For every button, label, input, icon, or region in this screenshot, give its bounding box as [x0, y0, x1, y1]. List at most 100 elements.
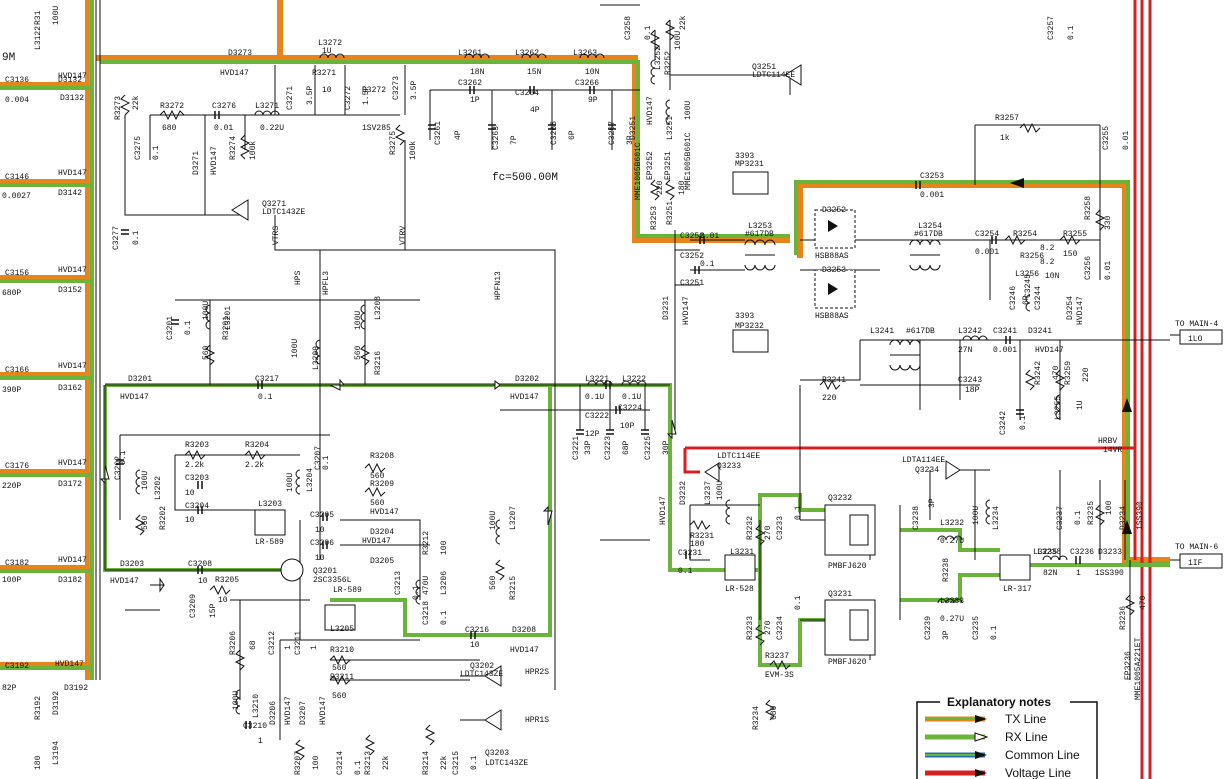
label: 1SS390: [1095, 569, 1124, 578]
inductor-symbols: [135, 53, 1068, 715]
label: HSB88AS: [815, 312, 849, 321]
label: C3251: [680, 279, 704, 288]
label: HVD147: [1035, 346, 1064, 355]
label: MP3231: [735, 160, 764, 169]
wiring: [95, 0, 1180, 740]
label: 8.2: [1040, 258, 1055, 267]
fc-annotation: fc=500.00M: [492, 172, 558, 184]
label: L3207: [509, 506, 518, 530]
label: C3235: [972, 616, 981, 640]
label: C3257: [1047, 16, 1056, 40]
label: 10: [218, 596, 228, 605]
label: 3P: [942, 630, 951, 640]
label: HVD147: [55, 660, 84, 669]
legend-label-common: Common Line: [1005, 748, 1080, 762]
label: R3272: [160, 102, 184, 111]
label: R3201: [222, 316, 231, 340]
legend-title: Explanatory notes: [947, 695, 1051, 709]
digital-transistor-symbols: [231, 64, 961, 731]
label: 10: [185, 516, 195, 525]
label: 0.01: [700, 232, 719, 241]
resistor-symbols: [119, 19, 1136, 761]
label: C3255: [1102, 126, 1111, 150]
label: 470: [1139, 595, 1148, 610]
label: HVD147: [319, 696, 328, 725]
label: HVD147: [646, 96, 655, 125]
label: Q3232: [828, 494, 852, 503]
label: L3262: [515, 49, 539, 58]
label: 18P: [965, 386, 980, 395]
label: LDTC143ZE: [485, 759, 528, 768]
label: C3242: [999, 411, 1008, 435]
label: 82N: [1043, 569, 1058, 578]
label: 0.1: [470, 755, 479, 770]
label: L3231: [730, 548, 754, 557]
label: 0.1: [700, 260, 715, 269]
label: 0.001: [975, 248, 999, 257]
label: C3234: [776, 616, 785, 640]
label: D3162: [58, 384, 82, 393]
label: L3203: [258, 500, 282, 509]
label: C3272: [344, 86, 353, 110]
label: EP3251: [664, 151, 673, 180]
label: 180: [34, 755, 43, 770]
label: 7P: [510, 135, 519, 145]
label: 1SS390: [1136, 501, 1145, 530]
label: R3252: [664, 51, 673, 75]
label: C3215: [452, 751, 461, 775]
label: D3192: [52, 691, 61, 715]
label: D3206: [269, 701, 278, 725]
label: C3217: [255, 375, 279, 384]
label: 10: [322, 86, 332, 95]
label: MME1005B601C: [684, 132, 693, 190]
legend-arrow-voltage: [975, 769, 987, 777]
label: 0.1: [354, 760, 363, 775]
label: R3251: [666, 201, 675, 225]
label: HVD147: [370, 508, 399, 517]
label: C3254: [975, 230, 999, 239]
label: D3204: [370, 528, 394, 537]
rx-line-center: [330, 385, 552, 637]
label: 1: [1076, 569, 1081, 578]
label: 68: [249, 640, 258, 650]
label: R3216: [374, 351, 383, 375]
component-symbols: [99, 19, 1223, 761]
label: LDTC143ZE: [262, 208, 305, 217]
label: 0.001: [920, 191, 944, 200]
label: HVD147: [510, 393, 539, 402]
label: 3393: [735, 312, 754, 321]
label: TO MAIN-4: [1175, 320, 1218, 329]
label: C3273: [392, 76, 401, 100]
label: 100U: [972, 506, 981, 525]
label: C3207: [314, 446, 323, 470]
label: L3238: [1037, 548, 1061, 557]
label: R3208: [370, 452, 394, 461]
connector-mp3232: [732, 329, 769, 353]
label: C3239: [924, 616, 933, 640]
labels: C3136 0.004 D3132 D3132 C3146 0.0027 D31…: [2, 39, 1218, 768]
legend-label-tx: TX Line: [1005, 712, 1047, 726]
legend-arrow-tx: [975, 715, 987, 723]
label: HVD147: [362, 537, 391, 546]
label: 0.0027: [2, 192, 31, 201]
label: #617DB: [906, 327, 935, 336]
label: 0.27U: [940, 537, 964, 546]
label: R3259: [1064, 361, 1073, 385]
label: 4P: [530, 106, 540, 115]
label: 10P: [620, 422, 635, 431]
label: 0.1: [258, 393, 273, 402]
label: C3252: [680, 252, 704, 261]
label: 9M: [2, 52, 15, 64]
label: R3257: [995, 114, 1019, 123]
label: 2.2k: [185, 461, 204, 470]
label: 220P: [2, 482, 21, 491]
label: 14VR: [1103, 446, 1122, 455]
port-1lo-label: 1LO: [1188, 335, 1203, 344]
label: R3274: [229, 136, 238, 160]
label: 0.1: [1074, 510, 1083, 525]
label: 18N: [470, 68, 485, 77]
label: 6P: [1022, 295, 1031, 305]
label: C3156: [5, 269, 29, 278]
label: 8.2: [1040, 244, 1055, 253]
label: 1U: [322, 47, 332, 56]
